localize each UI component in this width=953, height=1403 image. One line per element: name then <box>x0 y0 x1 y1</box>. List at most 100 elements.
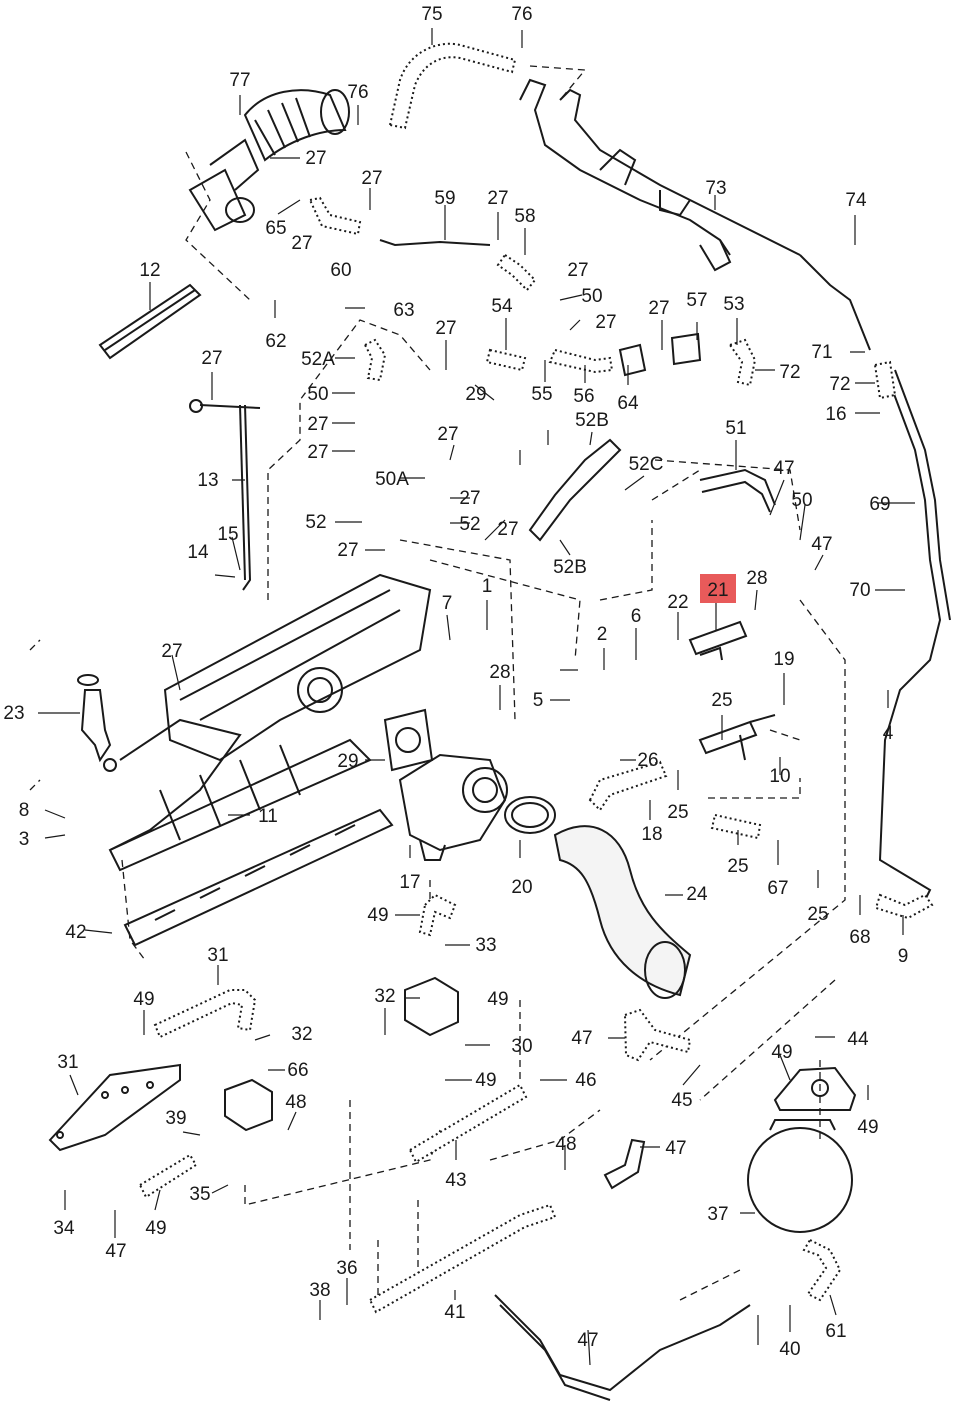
callout-label[interactable]: 24 <box>686 884 708 905</box>
callout-label[interactable]: 25 <box>711 690 732 711</box>
callout-label[interactable]: 14 <box>187 542 209 563</box>
callout-label[interactable]: 28 <box>489 662 510 683</box>
callout-label[interactable]: 39 <box>165 1108 186 1129</box>
callout-label[interactable]: 72 <box>829 374 850 395</box>
callout-label[interactable]: 2 <box>597 624 608 645</box>
callout-label[interactable]: 44 <box>847 1029 869 1050</box>
callout-label[interactable]: 66 <box>287 1060 308 1081</box>
callout-label[interactable]: 47 <box>577 1330 598 1351</box>
callout-label[interactable]: 49 <box>367 905 388 926</box>
callout-label[interactable]: 56 <box>573 386 594 407</box>
callout-label[interactable]: 73 <box>705 178 726 199</box>
callout-label[interactable]: 50 <box>581 286 602 307</box>
callout-label[interactable]: 71 <box>811 342 832 363</box>
callout-label[interactable]: 27 <box>337 540 358 561</box>
callout-label[interactable]: 42 <box>65 922 86 943</box>
callout-label[interactable]: 45 <box>671 1090 692 1111</box>
callout-label[interactable]: 54 <box>491 296 513 317</box>
callout-label[interactable]: 9 <box>898 946 909 967</box>
callout-label[interactable]: 29 <box>337 751 358 772</box>
callout-label[interactable]: 22 <box>667 592 688 613</box>
callout-label[interactable]: 28 <box>746 568 767 589</box>
callout-label[interactable]: 48 <box>285 1092 306 1113</box>
callout-label[interactable]: 31 <box>207 945 228 966</box>
callout-label[interactable]: 57 <box>686 290 707 311</box>
callout-label[interactable]: 47 <box>773 458 794 479</box>
callout-label[interactable]: 65 <box>265 218 286 239</box>
callout-label[interactable]: 36 <box>336 1258 357 1279</box>
callout-label[interactable]: 29 <box>465 384 486 405</box>
callout-label[interactable]: 68 <box>849 927 870 948</box>
callout-label[interactable]: 12 <box>139 260 160 281</box>
callout-label[interactable]: 25 <box>667 802 688 823</box>
callout-label[interactable]: 70 <box>849 580 870 601</box>
callout-label[interactable]: 76 <box>511 4 532 25</box>
callout-label[interactable]: 27 <box>435 318 456 339</box>
callout-label[interactable]: 59 <box>434 188 455 209</box>
callout-label[interactable]: 27 <box>595 312 616 333</box>
callout-label[interactable]: 19 <box>773 649 794 670</box>
callout-label[interactable]: 16 <box>825 404 846 425</box>
callout-label[interactable]: 27 <box>487 188 508 209</box>
callout-label[interactable]: 75 <box>421 4 442 25</box>
callout-label[interactable]: 76 <box>347 82 368 103</box>
callout-label[interactable]: 38 <box>309 1280 330 1301</box>
callout-label[interactable]: 50 <box>791 490 812 511</box>
callout-label[interactable]: 49 <box>475 1070 496 1091</box>
callout-label[interactable]: 49 <box>487 989 508 1010</box>
callout-label[interactable]: 46 <box>575 1070 596 1091</box>
callout-label[interactable]: 15 <box>217 524 238 545</box>
callout-label[interactable]: 27 <box>291 233 312 254</box>
callout-label[interactable]: 27 <box>648 298 669 319</box>
callout-label[interactable]: 27 <box>161 641 182 662</box>
callout-label[interactable]: 27 <box>307 414 328 435</box>
callout-label[interactable]: 52B <box>575 410 609 431</box>
callout-label[interactable]: 49 <box>771 1042 792 1063</box>
callout-label[interactable]: 3 <box>19 829 30 850</box>
callout-label[interactable]: 27 <box>459 488 480 509</box>
callout-label[interactable]: 69 <box>869 494 890 515</box>
callout-label[interactable]: 33 <box>475 935 496 956</box>
callout-label[interactable]: 52 <box>459 514 480 535</box>
callout-label[interactable]: 58 <box>514 206 535 227</box>
callout-label[interactable]: 5 <box>533 690 544 711</box>
callout-label[interactable]: 49 <box>857 1117 878 1138</box>
callout-label[interactable]: 30 <box>511 1036 532 1057</box>
callout-label[interactable]: 49 <box>133 989 154 1010</box>
callout-label[interactable]: 50 <box>307 384 328 405</box>
callout-label[interactable]: 27 <box>305 148 326 169</box>
callout-label[interactable]: 23 <box>3 703 24 724</box>
callout-label[interactable]: 8 <box>19 800 30 821</box>
callout-label[interactable]: 27 <box>307 442 328 463</box>
callout-label[interactable]: 17 <box>399 872 420 893</box>
callout-label[interactable]: 11 <box>258 806 278 827</box>
callout-label[interactable]: 27 <box>567 260 588 281</box>
callout-label[interactable]: 27 <box>201 348 222 369</box>
callout-label[interactable]: 72 <box>779 362 800 383</box>
callout-label[interactable]: 55 <box>531 384 552 405</box>
callout-label[interactable]: 25 <box>727 856 748 877</box>
callout-label[interactable]: 34 <box>53 1218 75 1239</box>
callout-label[interactable]: 62 <box>265 331 286 352</box>
callout-label[interactable]: 18 <box>641 824 662 845</box>
callout-label[interactable]: 50A <box>375 469 409 490</box>
callout-label[interactable]: 27 <box>497 519 518 540</box>
callout-label[interactable]: 32 <box>374 986 395 1007</box>
callout-label[interactable]: 1 <box>482 576 493 597</box>
callout-label[interactable]: 41 <box>444 1302 465 1323</box>
callout-label[interactable]: 48 <box>555 1134 576 1155</box>
callout-label[interactable]: 27 <box>437 424 458 445</box>
callout-label[interactable]: 52C <box>629 454 664 475</box>
callout-label[interactable]: 20 <box>511 877 532 898</box>
callout-label[interactable]: 67 <box>767 878 788 899</box>
callout-label[interactable]: 47 <box>665 1138 686 1159</box>
callout-label[interactable]: 4 <box>883 723 894 744</box>
callout-label[interactable]: 52B <box>553 557 587 578</box>
callout-label[interactable]: 52A <box>301 349 335 370</box>
callout-label[interactable]: 51 <box>725 418 746 439</box>
callout-label[interactable]: 74 <box>845 190 867 211</box>
callout-label[interactable]: 27 <box>361 168 382 189</box>
callout-label[interactable]: 32 <box>291 1024 312 1045</box>
callout-label[interactable]: 52 <box>305 512 326 533</box>
callout-label[interactable]: 47 <box>811 534 832 555</box>
